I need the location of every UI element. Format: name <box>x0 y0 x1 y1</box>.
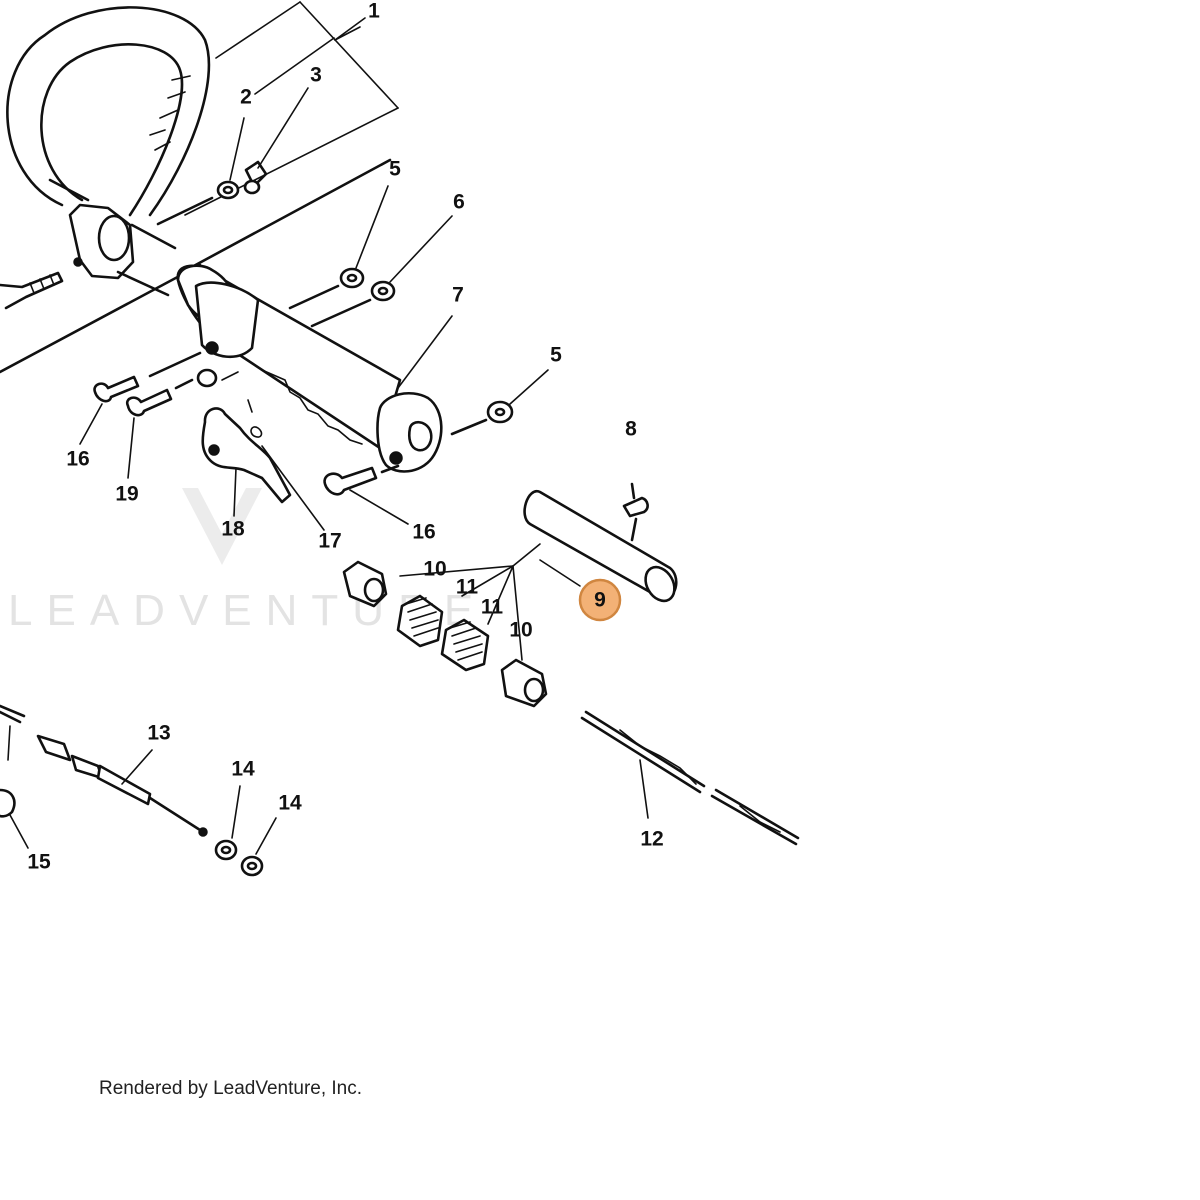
callout-8[interactable]: 8 <box>625 418 637 441</box>
callout-2[interactable]: 2 <box>240 86 252 109</box>
nut-group-upper <box>288 267 396 328</box>
clamp-bolt <box>0 271 64 310</box>
callout-13[interactable]: 13 <box>147 722 170 745</box>
callout-16-left[interactable]: 16 <box>66 448 89 471</box>
screws-left <box>93 351 218 417</box>
callout-labels: 1 2 3 5 6 7 5 8 16 19 18 17 16 10 11 11 … <box>27 0 663 874</box>
callout-7[interactable]: 7 <box>452 284 464 307</box>
loop-handle <box>6 1 399 217</box>
callout-3[interactable]: 3 <box>310 64 322 87</box>
callout-9[interactable]: 9 <box>594 589 606 612</box>
screw-middle <box>323 464 400 496</box>
callout-14-lower[interactable]: 14 <box>278 792 302 815</box>
callout-15[interactable]: 15 <box>27 851 51 874</box>
callout-11-lower[interactable]: 11 <box>481 596 504 619</box>
drive-shaft <box>580 710 800 846</box>
callout-10-upper[interactable]: 10 <box>423 558 446 581</box>
watermark-text: LEADVENTURE <box>8 586 487 635</box>
shaft-tube <box>0 158 392 374</box>
callout-18[interactable]: 18 <box>221 518 245 541</box>
callout-5-right[interactable]: 5 <box>550 344 562 367</box>
callout-14-upper[interactable]: 14 <box>231 758 255 781</box>
throttle-handle-grip <box>176 264 443 473</box>
bushings-and-dampers <box>342 543 581 708</box>
rendered-by-credit: Rendered by LeadVenture, Inc. <box>99 1078 363 1099</box>
watermark-logo-icon <box>182 488 262 565</box>
callout-10-lower[interactable]: 10 <box>509 619 532 642</box>
watermark: LEADVENTURE <box>8 488 487 635</box>
callout-highlight-marker <box>578 578 622 622</box>
callout-16-middle[interactable]: 16 <box>412 521 435 544</box>
leader-lines <box>79 17 549 531</box>
callout-17[interactable]: 17 <box>318 530 341 553</box>
callout-12[interactable]: 12 <box>640 828 663 851</box>
callout-5-upper[interactable]: 5 <box>389 158 401 181</box>
callout-6[interactable]: 6 <box>453 191 465 214</box>
callout-11-upper[interactable]: 11 <box>456 576 479 599</box>
callout-19[interactable]: 19 <box>115 483 138 506</box>
callout-1[interactable]: 1 <box>368 0 380 23</box>
throttle-cable <box>0 704 277 877</box>
handle-hardware <box>156 160 268 226</box>
nut-right <box>450 400 514 436</box>
handle-clamp <box>68 203 135 280</box>
throttle-trigger <box>201 371 292 504</box>
coupling-tube <box>523 482 678 603</box>
